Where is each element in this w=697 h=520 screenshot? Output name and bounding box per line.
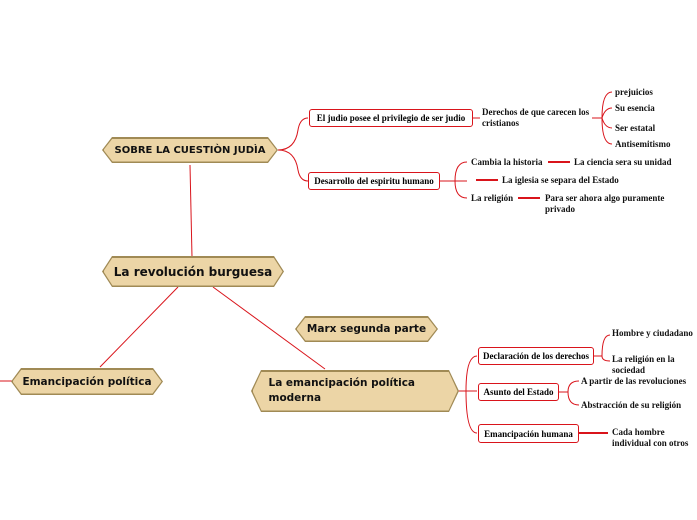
text: La ciencia sera su unidad xyxy=(574,157,672,167)
box-desarrollo-espiritu[interactable]: Desarrollo del espiritu humano xyxy=(308,172,440,190)
box-emancipacion-humana[interactable]: Emancipación humana xyxy=(478,424,579,443)
box-declaracion-derechos[interactable]: Declaración de los derechos xyxy=(478,347,594,365)
central-node-label: La revolución burguesa xyxy=(104,258,283,286)
text-derechos: Derechos de que carecen los cristianos xyxy=(482,107,590,128)
leaf: Hombre y ciudadano xyxy=(612,328,693,338)
leaf: Cada hombre individual con otros xyxy=(612,427,689,448)
text: Para ser ahora algo puramente privado xyxy=(545,193,665,214)
node-label: Emancipación política xyxy=(13,370,162,394)
leaf: prejuicios xyxy=(615,87,653,97)
central-node[interactable]: La revolución burguesa xyxy=(102,256,284,287)
leaf: Ser estatal xyxy=(615,123,656,133)
leaf: Su esencia xyxy=(615,103,655,113)
leaf: Antisemitismo xyxy=(615,139,671,149)
leaf: Abstracción de su religión xyxy=(581,400,682,410)
box-asunto-estado[interactable]: Asunto del Estado xyxy=(478,383,559,401)
node-emancipacion-politica[interactable]: Emancipación política xyxy=(11,368,163,395)
leaf: A partir de las revoluciones xyxy=(581,376,687,386)
text: La religión xyxy=(471,193,514,203)
node-label: La emancipación política moderna xyxy=(253,372,458,411)
leaf: La religión en la sociedad xyxy=(612,354,675,375)
node-marx-segunda-parte[interactable]: Marx segunda parte xyxy=(295,316,438,342)
node-label: SOBRE LA CUESTIÒN JUDÌA xyxy=(104,139,277,162)
box-judio-privilegio[interactable]: El judio posee el privilegio de ser judi… xyxy=(309,109,473,127)
node-label: Marx segunda parte xyxy=(297,318,437,341)
node-cuestion-judia[interactable]: SOBRE LA CUESTIÒN JUDÌA xyxy=(102,137,278,163)
node-emancipacion-moderna[interactable]: La emancipación política moderna xyxy=(251,370,459,412)
text: Cambia la historia xyxy=(471,157,543,167)
text: La iglesia se separa del Estado xyxy=(502,175,619,185)
